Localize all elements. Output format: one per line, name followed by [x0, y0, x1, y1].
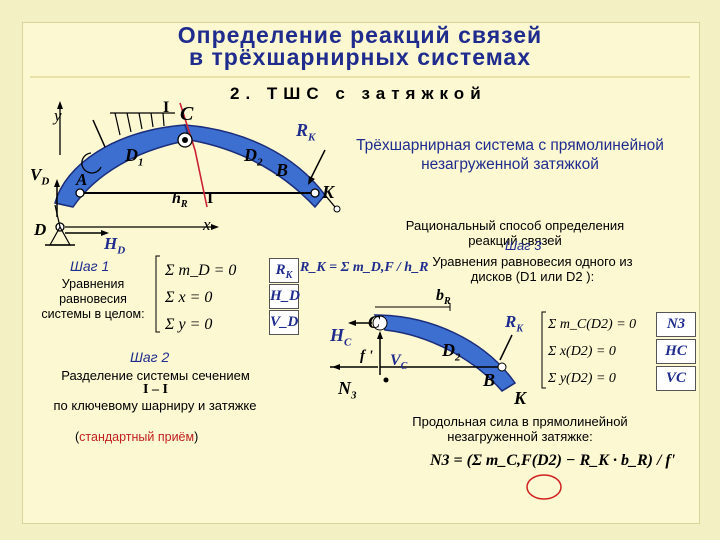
label-section-top: I — [163, 99, 170, 116]
label-d1: D1 — [125, 145, 144, 169]
eq-sum-y: Σ y = 0 — [165, 316, 213, 333]
result-rk-box: RK — [269, 258, 299, 283]
label-d2: D2 — [244, 145, 263, 169]
label-c-right: C — [368, 312, 381, 332]
axial-force-text: Продольная сила в прямолинейной незагруж… — [412, 414, 628, 444]
label-k-right: K — [514, 388, 527, 408]
step1-label: Шаг 1 — [70, 258, 110, 274]
label-b-right: B — [483, 370, 496, 390]
disk-d2-fragment — [373, 314, 517, 392]
label-fprime: f ' — [360, 348, 373, 364]
label-k: K — [322, 182, 335, 202]
label-x: x — [203, 215, 211, 234]
result-n3-box: N3 — [656, 312, 696, 337]
rational-method-text: Рациональный способ определения реакций … — [405, 218, 625, 248]
eq-moment-c: Σ m_C(D2) = 0 — [548, 317, 637, 332]
label-n3: N3 — [338, 378, 357, 402]
equations-whole-text: Уравнения равновесия системы в целом: — [41, 277, 145, 321]
eq-disk-sum-y: Σ y(D2) = 0 — [548, 371, 616, 386]
disk-d1 — [54, 124, 191, 208]
standard-trick-line: (стандартный приём) — [75, 430, 199, 444]
result-vc-box: VC — [656, 366, 696, 391]
label-br: bR — [436, 287, 451, 308]
slide-title-line1: Определение реакций связей — [177, 22, 543, 48]
section-text2: по ключевому шарниру и затяжке — [53, 398, 257, 413]
eq-whole-list: Σ m_D = 0 Σ x = 0 Σ y = 0 — [165, 257, 236, 338]
eq-disk-sum-x: Σ x(D2) = 0 — [548, 344, 616, 359]
roller-support-k — [324, 194, 336, 208]
equations-whole-system — [155, 255, 160, 333]
slide-frame — [22, 22, 700, 524]
label-vd: VD — [30, 165, 50, 188]
label-vc: VC — [390, 352, 408, 373]
system-description: Трёхшарнирная система с прямолинейной не… — [356, 137, 664, 173]
label-y: y — [54, 106, 62, 125]
section-text1: Разделение системы сечением — [61, 368, 250, 383]
eq-moment-d: Σ m_D = 0 — [165, 262, 237, 279]
eq-sum-x: Σ x = 0 — [165, 289, 213, 306]
label-section-bottom: I — [207, 190, 214, 207]
label-b: B — [276, 160, 289, 180]
standard-trick-label: стандартный приём — [79, 430, 195, 444]
label-c: C — [180, 103, 194, 125]
subtitle: 2. ТШС с затяжкой — [230, 84, 487, 103]
section-line — [179, 102, 208, 208]
disk-d2-free-body — [330, 303, 517, 392]
hinge-a — [75, 188, 85, 198]
result-hc-box: HC — [656, 339, 696, 364]
hinge-b — [310, 188, 320, 198]
label-d2-right: D2 — [442, 340, 461, 364]
disk-d2 — [183, 124, 326, 209]
eq-disk-list: Σ m_C(D2) = 0 Σ x(D2) = 0 Σ y(D2) = 0 — [548, 311, 636, 392]
label-rk: RK — [296, 120, 316, 144]
result-rk-formula: R_K = Σ m_D,F / h_R — [300, 260, 429, 275]
label-d: D — [34, 220, 47, 239]
equations-disk-bracket — [541, 311, 546, 389]
equations-one-disk-text: Уравнения равновесия одного из дисков (D… — [432, 254, 633, 284]
label-hc: HC — [330, 325, 352, 349]
fprime-highlight — [526, 474, 562, 500]
step3-label: Шаг 3 — [505, 238, 542, 253]
axial-force-formula: N3 = (Σ m_C,F(D2) − R_K · b_R) / f' — [430, 452, 676, 469]
label-hr: hR — [172, 190, 188, 211]
section-mark: I – I — [143, 382, 168, 397]
label-rk-right: RK — [505, 312, 524, 335]
result-hd-box: H_D — [269, 284, 300, 309]
three-hinged-system-diagram — [45, 101, 341, 246]
distributed-load — [110, 112, 175, 136]
step2-label: Шаг 2 — [130, 349, 170, 365]
label-hd: HD — [104, 234, 126, 257]
label-a: A — [76, 170, 88, 189]
slide-title-line2: в трёхшарнирных системах — [188, 44, 531, 70]
title-divider — [30, 76, 690, 78]
result-vd-box: V_D — [269, 310, 299, 335]
